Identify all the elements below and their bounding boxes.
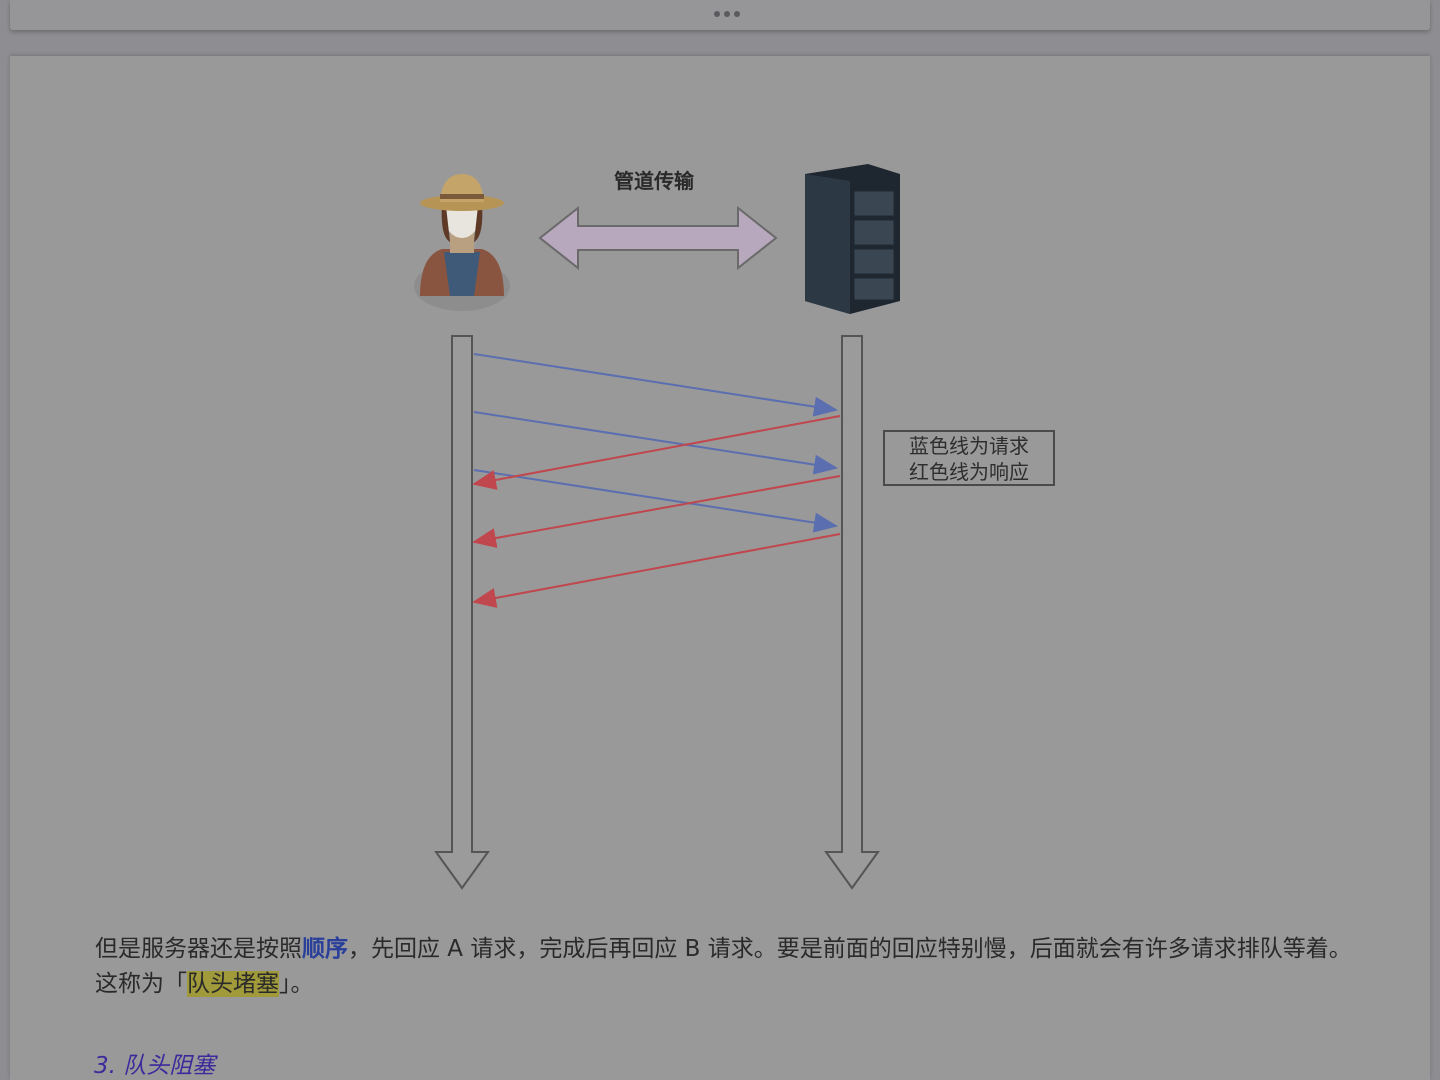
request-arrow-3 — [473, 469, 838, 533]
server-rack-icon — [805, 164, 900, 314]
body-paragraph: 但是服务器还是按照顺序，先回应 A 请求，完成后再回应 B 请求。要是前面的回应… — [95, 932, 1355, 1002]
section-heading: 3. 队头阻塞 — [94, 1053, 216, 1079]
document-page: 管道传输 蓝色线为请求 红色线为响应 但是服务器还是按照顺序，先回应 A 请求，… — [10, 56, 1430, 1080]
request-arrow-1 — [473, 353, 838, 417]
request-arrow-2 — [473, 411, 838, 475]
highlighted-term: 队头堵塞 — [187, 971, 279, 997]
farmer-person-icon — [414, 174, 510, 311]
bidirectional-arrow-icon — [538, 205, 778, 271]
response-arrow-2 — [472, 475, 841, 548]
top-handle-bar — [10, 0, 1430, 30]
legend-request-label: 蓝色线为请求 — [909, 434, 1029, 458]
response-arrow-3 — [472, 533, 841, 608]
legend-response-label: 红色线为响应 — [909, 460, 1029, 484]
pipe-label: 管道传输 — [614, 169, 695, 193]
more-dots-icon[interactable] — [714, 11, 740, 17]
order-link[interactable]: 顺序 — [302, 936, 348, 962]
response-arrow-1 — [472, 415, 841, 490]
diagram-legend: 蓝色线为请求 红色线为响应 — [883, 430, 1055, 486]
paragraph-text-3: 」。 — [279, 971, 314, 997]
client-timeline-arrow — [434, 335, 490, 890]
server-timeline-arrow — [824, 335, 880, 890]
paragraph-text-2: ，先回应 A 请求，完成后再回应 B 请求。要是前面的回应特别慢，后面就会有许多… — [95, 936, 1352, 997]
paragraph-text-1: 但是服务器还是按照 — [95, 936, 302, 962]
http-pipeline-diagram: 管道传输 — [414, 164, 900, 890]
